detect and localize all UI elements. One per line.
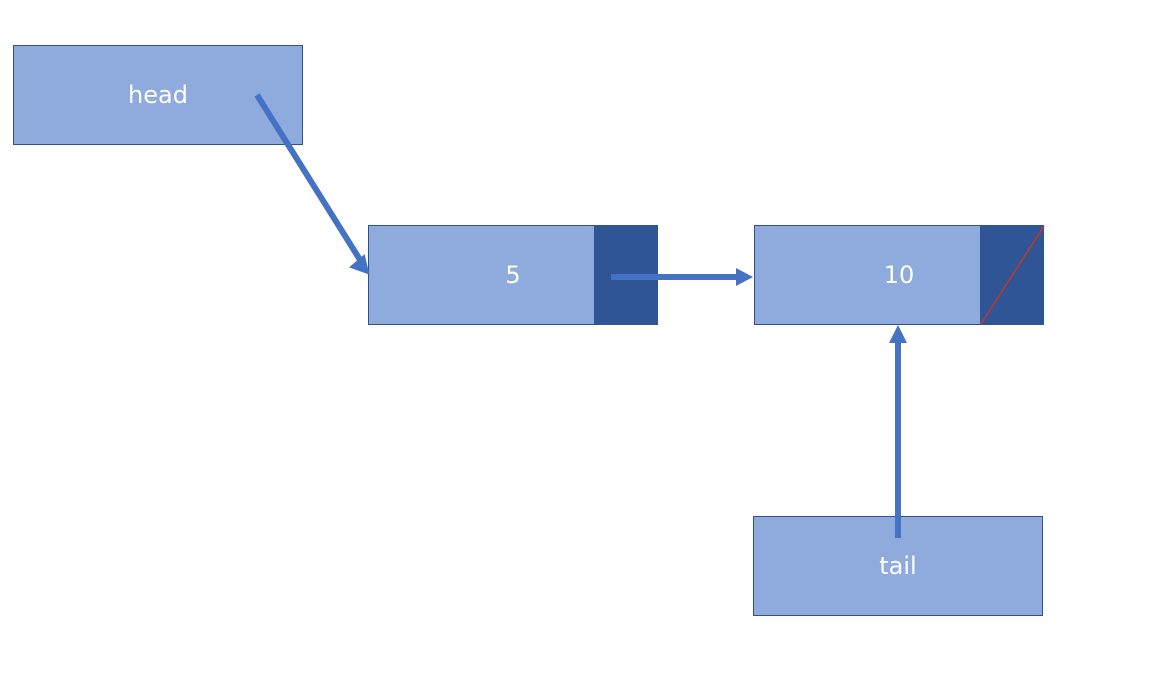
tail-to-node-10-arrow (889, 325, 907, 538)
head-to-node-5-arrow (254, 93, 370, 275)
node-5-data (368, 225, 596, 325)
node-10-value: 10 (883, 261, 915, 289)
tail-label: tail (879, 552, 917, 580)
node-5-to-node-10-arrow (611, 268, 753, 286)
head-box (13, 45, 303, 145)
null-pointer-slash (980, 225, 1045, 325)
tail-box (753, 516, 1043, 616)
node-5-value: 5 (505, 261, 521, 289)
head-label: head (128, 81, 188, 109)
node-10-data (754, 225, 982, 325)
